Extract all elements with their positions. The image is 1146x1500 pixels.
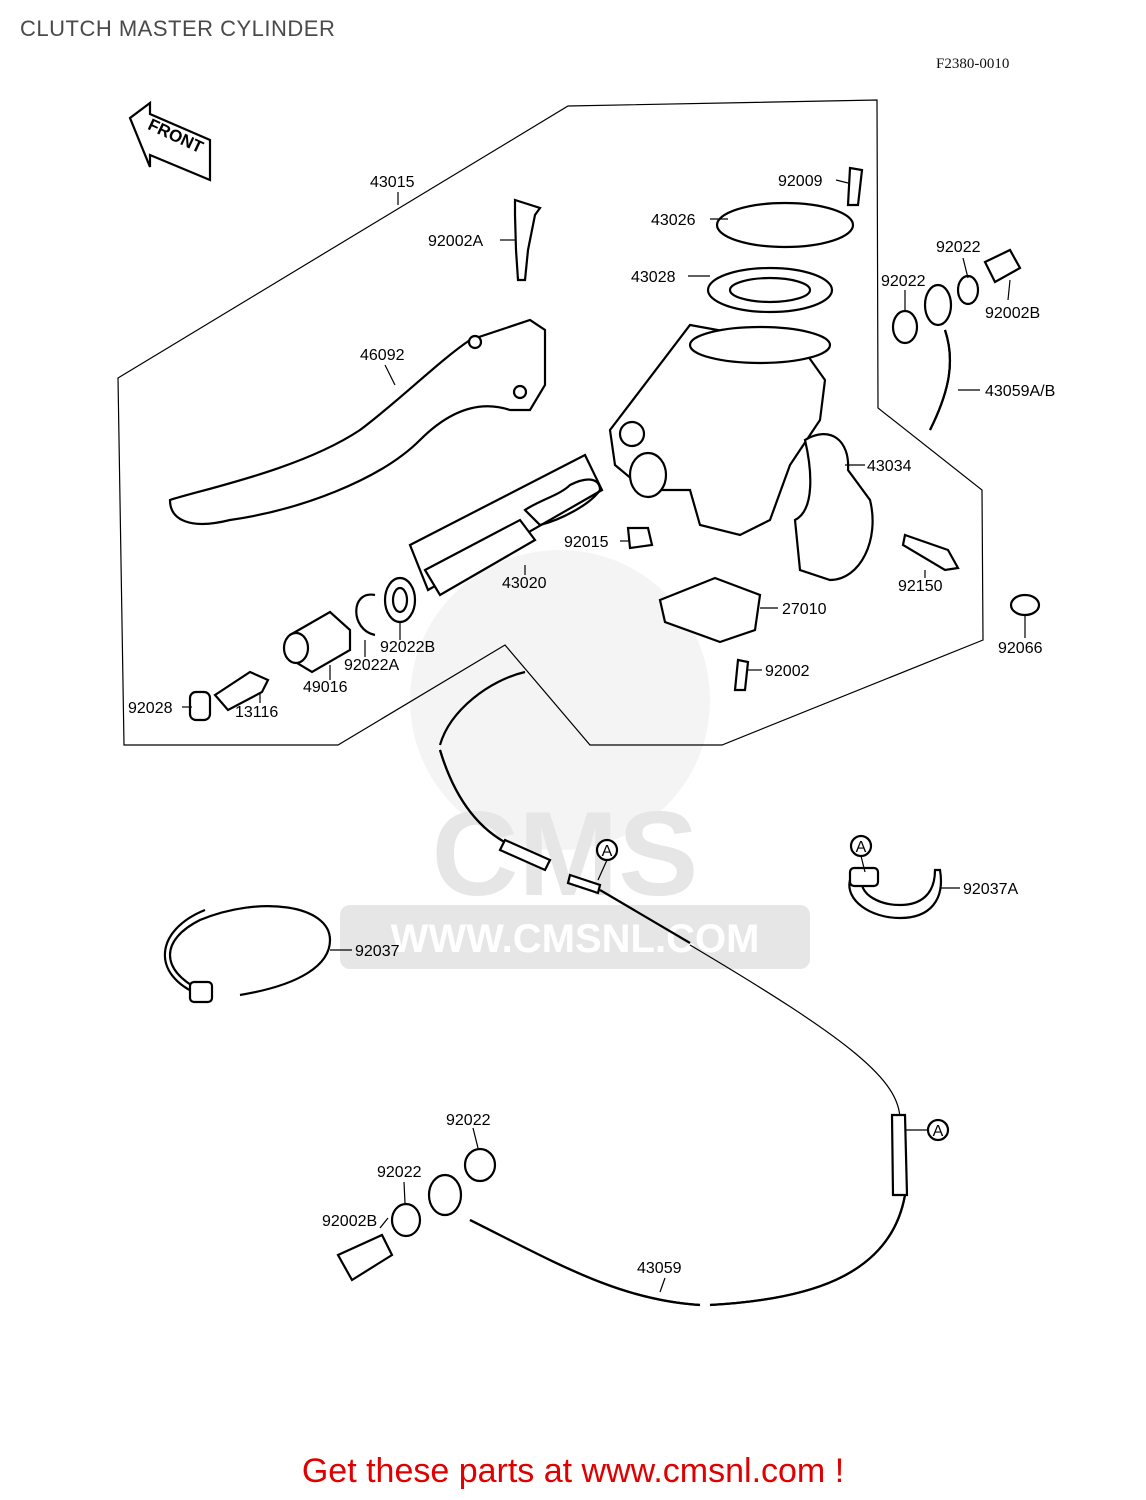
piston-kit-frame <box>408 453 604 592</box>
banjo-bolt-lower <box>336 1233 394 1282</box>
ref-marker-a-3: A <box>905 1118 950 1142</box>
watermark-brand: CMS <box>432 787 699 921</box>
svg-text:A: A <box>602 843 613 860</box>
cap-92066 <box>1009 593 1041 617</box>
leader-lines <box>182 179 1026 1293</box>
clamp-92037A <box>848 868 943 920</box>
label-92002A: 92002A <box>428 233 483 250</box>
label-92037A: 92037A <box>963 881 1018 898</box>
label-92066: 92066 <box>998 640 1043 657</box>
footer-cta[interactable]: Get these parts at www.cmsnl.com ! <box>301 1452 845 1490</box>
diagram-title: CLUTCH MASTER CYLINDER <box>20 16 336 41</box>
part-labels: 43015 92002A 92009 43026 92022 43028 920… <box>128 173 1055 1277</box>
washer-lower-2 <box>463 1147 497 1183</box>
label-46092: 46092 <box>360 347 405 364</box>
assembly-outline <box>117 99 984 746</box>
watermark-url: WWW.CMSNL.COM <box>391 917 760 961</box>
label-92002B-low: 92002B <box>322 1213 377 1230</box>
label-92002: 92002 <box>765 663 810 680</box>
reservoir-cap <box>715 201 855 249</box>
bolt-92150 <box>901 533 960 572</box>
svg-text:A: A <box>856 839 867 856</box>
washer-92022B <box>383 576 417 624</box>
banjo-fitting-top <box>923 283 953 327</box>
label-92002B-top: 92002B <box>985 305 1040 322</box>
washer-top-1 <box>956 274 980 306</box>
front-arrow: FRONT <box>128 100 212 182</box>
screw-92002 <box>733 658 750 692</box>
label-92022A: 92022A <box>344 657 399 674</box>
label-92150: 92150 <box>898 578 943 595</box>
clamp-band-92037 <box>169 905 332 997</box>
clamp <box>793 433 874 582</box>
label-92022-low2: 92022 <box>377 1164 422 1181</box>
label-92037: 92037 <box>355 943 400 960</box>
circlip-92022A <box>355 593 376 637</box>
push-rod <box>213 670 270 712</box>
label-92022-mid: 92022 <box>881 273 926 290</box>
watermark: CMS WWW.CMSNL.COM <box>340 550 810 969</box>
clutch-switch <box>658 576 762 644</box>
diagram-code: F2380-0010 <box>936 56 1010 72</box>
washer-top-2 <box>891 309 919 345</box>
label-92022-low1: 92022 <box>446 1112 491 1129</box>
label-92022-top: 92022 <box>936 239 981 256</box>
label-13116: 13116 <box>235 704 278 721</box>
screw-92009 <box>846 166 864 207</box>
banjo-fitting-lower <box>427 1173 463 1217</box>
label-43028: 43028 <box>631 269 676 286</box>
pivot-bolt <box>513 198 542 282</box>
bolt-92015 <box>626 526 654 550</box>
label-43059: 43059 <box>637 1260 682 1277</box>
washer-lower-1 <box>390 1202 422 1238</box>
label-92009: 92009 <box>778 173 823 190</box>
label-27010: 27010 <box>782 601 827 618</box>
banjo-bolt-top <box>983 248 1022 284</box>
label-92015: 92015 <box>564 534 609 551</box>
ref-marker-a-1: A <box>595 838 619 881</box>
label-49016: 49016 <box>303 679 348 696</box>
cap-92028 <box>188 690 212 722</box>
label-43015: 43015 <box>370 174 415 191</box>
label-92028: 92028 <box>128 700 173 717</box>
label-43026: 43026 <box>651 212 696 229</box>
label-43034: 43034 <box>867 458 912 475</box>
label-92022B: 92022B <box>380 639 435 656</box>
label-43059AB: 43059A/B <box>985 383 1055 400</box>
ref-marker-a-2: A <box>849 834 873 873</box>
label-43020: 43020 <box>502 575 547 592</box>
diaphragm <box>706 266 834 314</box>
clutch-lever <box>168 318 547 525</box>
svg-text:A: A <box>933 1123 944 1140</box>
